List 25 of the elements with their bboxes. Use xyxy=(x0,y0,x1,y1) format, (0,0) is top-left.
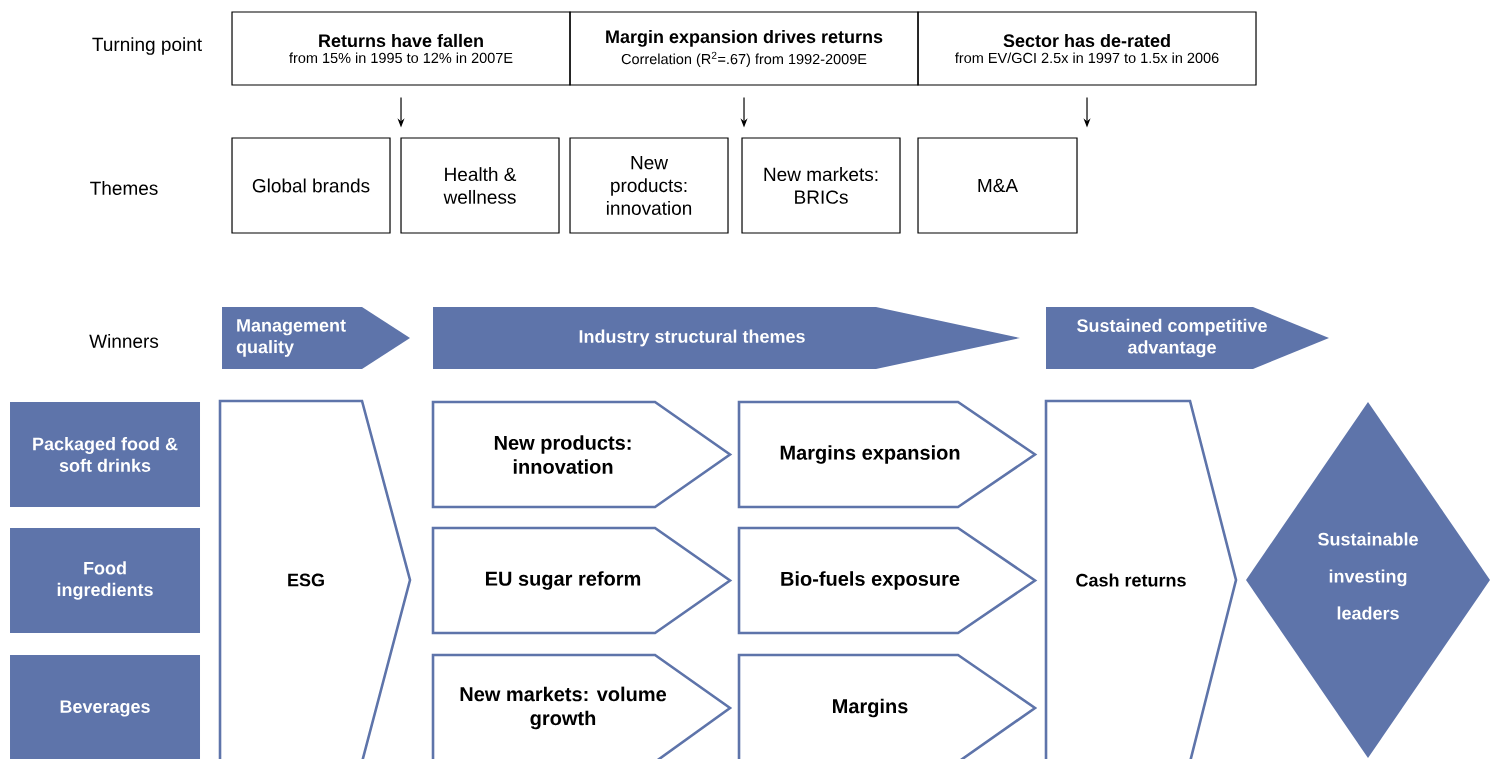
chevron-box: Bio-fuels exposure xyxy=(737,526,1038,635)
header-banner: Sustained competitive advantage xyxy=(1046,307,1329,369)
row-label: Themes xyxy=(90,181,158,195)
chevron-box: New products: innovation xyxy=(431,400,733,509)
chevron-box: New markets: volume growth xyxy=(431,653,733,759)
heading-box: Sector has de-rated from EV/GCI 2.5x in 1997 to 1.5x in 2006 xyxy=(917,11,1257,86)
chevron-box: Cash returns xyxy=(1044,399,1238,759)
category-box: Beverages xyxy=(10,655,200,759)
theme-box: M&A xyxy=(917,137,1078,234)
chevron-box: Margins xyxy=(737,653,1038,759)
theme-box: New products: innovation xyxy=(569,137,729,234)
theme-box: Global brands xyxy=(231,137,391,234)
row-label: Turning point xyxy=(92,37,202,55)
row-label: Winners xyxy=(89,334,159,348)
header-banner: Industry structural themes xyxy=(433,307,1020,369)
chevron-box: EU sugar reform xyxy=(431,526,733,635)
heading-box: Returns have fallen from 15% in 1995 to 12% in 2007E xyxy=(231,11,571,86)
category-box: Packaged food & soft drinks xyxy=(10,402,200,507)
chevron-box: Margins expansion xyxy=(737,400,1038,509)
category-box: Food ingredients xyxy=(10,528,200,633)
theme-box: New markets: BRICs xyxy=(741,137,901,234)
header-banner: Management quality xyxy=(222,307,410,369)
heading-box: Margin expansion drives returns Correlation (R$^{2}$=.67) from 1992-2009E xyxy=(569,11,919,86)
chevron-box: ESG xyxy=(218,399,412,759)
theme-box: Health & wellness xyxy=(400,137,560,234)
